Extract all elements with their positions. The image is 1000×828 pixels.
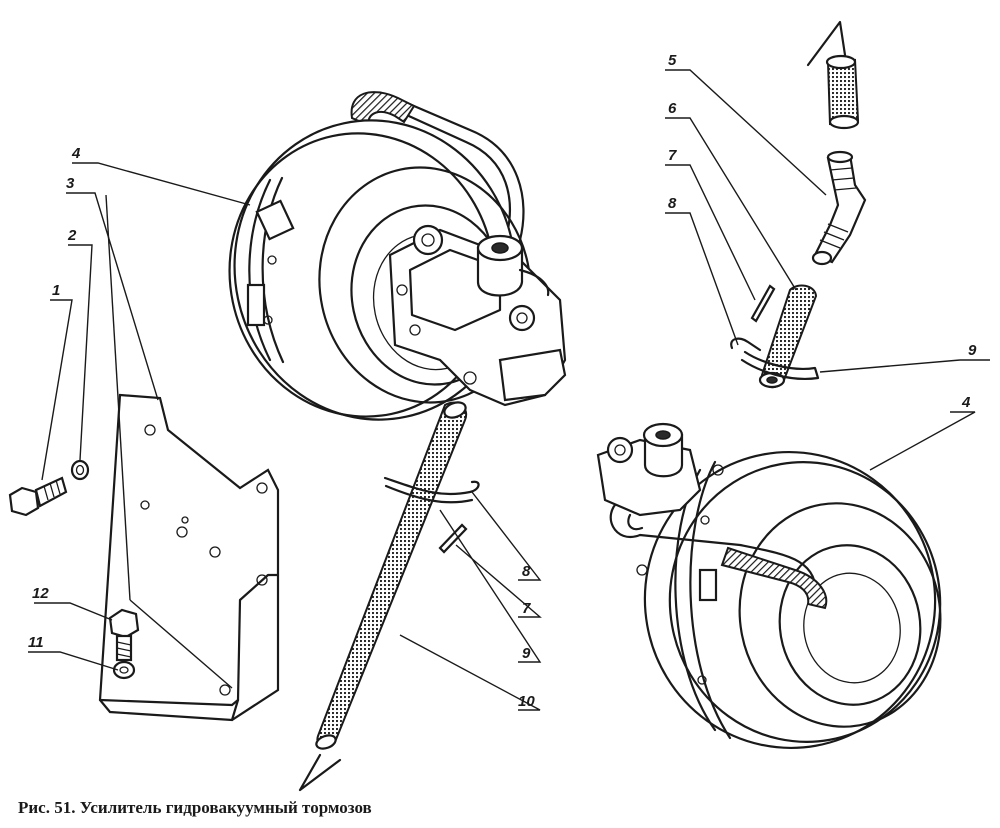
callout-8-upper: 8 [668,195,677,212]
callout-7-upper: 7 [668,147,677,164]
callout-11: 11 [28,634,44,651]
hose-5-top [806,20,860,130]
booster-upper [228,91,567,421]
callout-10: 10 [518,693,535,710]
callout-8-lower: 8 [522,563,531,580]
clamp-8 [730,337,762,352]
bolt-1 [8,476,68,517]
figure-caption: Рис. 51. Усилитель гидровакуумный тормоз… [18,798,372,817]
callout-3: 3 [66,175,75,192]
callout-9-lower: 9 [522,645,531,662]
mounting-bracket [98,393,280,722]
callout-labels: 4 3 2 1 12 11 5 6 7 8 9 4 8 7 9 10 [28,52,977,710]
vacuum-hose-10 [298,401,468,792]
elbow-fitting-5 [811,150,867,266]
callout-12: 12 [32,585,49,602]
hose-clamp-9 [740,350,820,380]
bolt-12 [108,608,140,662]
callout-4-lower: 4 [961,394,971,411]
washer-11 [112,660,136,680]
booster-lower [596,422,942,750]
callout-5: 5 [668,52,677,69]
washer-2 [70,459,90,481]
cotter-pin-7 [750,284,776,323]
callout-4-upper: 4 [71,145,81,162]
callout-2: 2 [67,227,77,244]
callout-6: 6 [668,100,677,117]
callout-9-upper: 9 [968,342,977,359]
leader-lines [28,69,990,711]
callout-1: 1 [52,282,60,299]
callout-7-lower: 7 [522,600,531,617]
hose-clamp-9-lower [383,476,480,504]
